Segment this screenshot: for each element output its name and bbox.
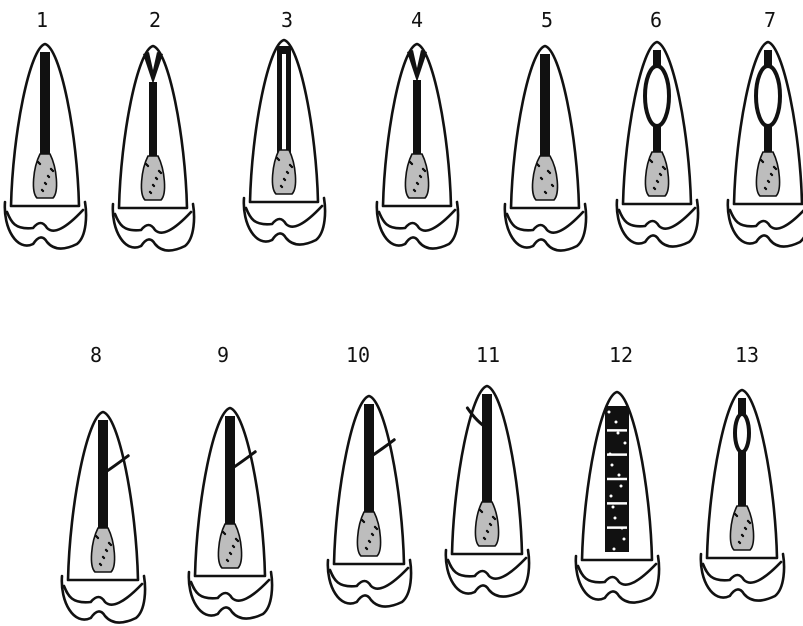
tooth-label-7: 7 xyxy=(764,8,776,32)
tooth-11 xyxy=(446,386,529,597)
tooth-3 xyxy=(244,40,325,245)
tooth-label-5: 5 xyxy=(541,8,553,32)
teeth xyxy=(5,40,803,623)
tooth-5 xyxy=(505,46,586,251)
tooth-label-9: 9 xyxy=(217,343,229,367)
tooth-label-10: 10 xyxy=(346,343,370,367)
tooth-label-12: 12 xyxy=(609,343,633,367)
tooth-1 xyxy=(5,44,86,249)
tooth-label-4: 4 xyxy=(411,8,423,32)
tooth-label-6: 6 xyxy=(650,8,662,32)
tooth-label-13: 13 xyxy=(735,343,759,367)
tooth-label-2: 2 xyxy=(149,8,161,32)
tooth-10 xyxy=(328,396,411,607)
tooth-2 xyxy=(113,46,194,251)
tooth-label-8: 8 xyxy=(90,343,102,367)
tooth-label-1: 1 xyxy=(36,8,48,32)
tooth-label-11: 11 xyxy=(476,343,500,367)
tooth-12 xyxy=(576,392,659,603)
tooth-4 xyxy=(377,44,458,249)
tooth-13 xyxy=(701,390,784,601)
tooth-9 xyxy=(189,408,272,619)
tooth-6 xyxy=(617,42,698,247)
tooth-label-3: 3 xyxy=(281,8,293,32)
tooth-8 xyxy=(62,412,145,623)
tooth-7 xyxy=(728,42,803,247)
